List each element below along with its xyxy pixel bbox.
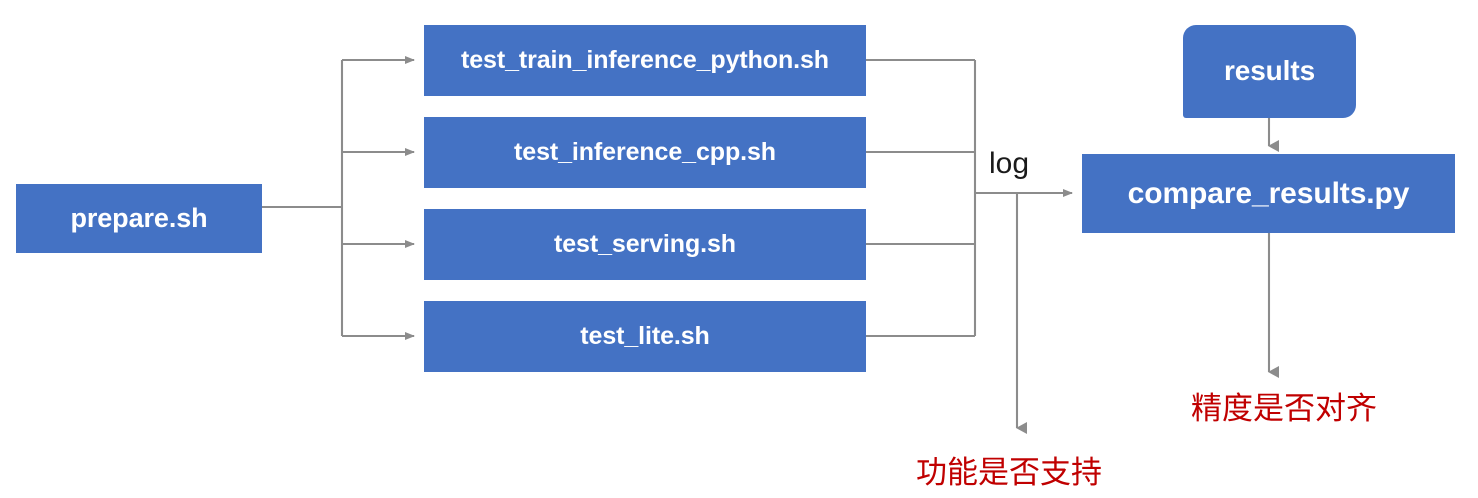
node-compare-results-py-label: compare_results.py xyxy=(1127,177,1410,210)
node-results[interactable]: results xyxy=(1183,25,1356,118)
node-test-serving-sh[interactable]: test_serving.sh xyxy=(424,209,866,280)
note-function-supported: 功能是否支持 xyxy=(916,455,1102,491)
node-prepare-sh-label: prepare.sh xyxy=(70,202,208,233)
node-test-serving-sh-label: test_serving.sh xyxy=(554,229,736,258)
edge-label-log: log xyxy=(989,147,1030,180)
node-test-train-inference-python-sh[interactable]: test_train_inference_python.sh xyxy=(424,25,866,96)
node-compare-results-py[interactable]: compare_results.py xyxy=(1082,154,1455,233)
node-test-inference-cpp-sh[interactable]: test_inference_cpp.sh xyxy=(424,117,866,188)
node-prepare-sh[interactable]: prepare.sh xyxy=(16,184,262,253)
node-test-lite-sh[interactable]: test_lite.sh xyxy=(424,301,866,372)
note-precision-aligned: 精度是否对齐 xyxy=(1191,391,1377,427)
node-test-lite-sh-label: test_lite.sh xyxy=(580,321,710,350)
node-results-label: results xyxy=(1223,55,1316,87)
node-test-train-inference-python-sh-label: test_train_inference_python.sh xyxy=(461,45,829,74)
node-test-inference-cpp-sh-label: test_inference_cpp.sh xyxy=(514,137,776,166)
